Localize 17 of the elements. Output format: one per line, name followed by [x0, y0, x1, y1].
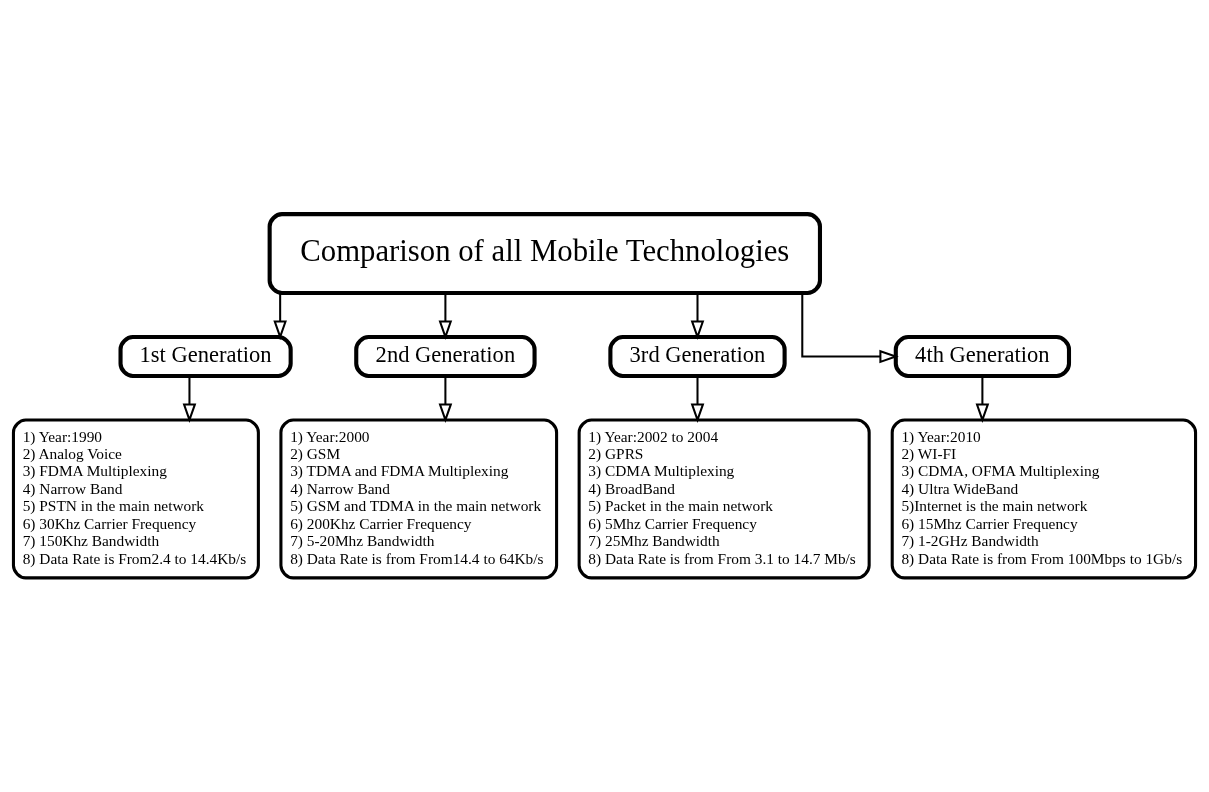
node-box: 3rd Generation	[608, 335, 787, 379]
node-box: 1) Year:2000 2) GSM 3) TDMA and FDMA Multiplexing 4) Narrow Band 5) GSM and TDMA in the main network 6) 200Khz Carrier Frequency 7) 5-20Mhz Bandwidth 8) Data Rate is from From14.4 to 64Kb/s	[279, 418, 559, 580]
arrow	[438, 293, 453, 340]
arrow	[182, 376, 197, 424]
node-box: 1st Generation	[118, 335, 293, 379]
node-box: 1) Year:2010 2) WI-FI 3) CDMA, OFMA Multiplexing 4) Ultra WideBand 5)Internet is the main network 6) 15Mhz Carrier Frequency 7) 1-2GHz Bandwidth 8) Data Rate is from From 100Mbps to 1Gb/s	[890, 418, 1198, 580]
node-box: 4th Generation	[893, 335, 1072, 379]
arrow	[975, 376, 990, 424]
arrow	[438, 376, 453, 424]
node-box: Comparison of all Mobile Technologies	[267, 212, 822, 296]
node-box: 2nd Generation	[354, 335, 537, 379]
arrow	[690, 293, 705, 340]
arrow	[273, 293, 287, 340]
arrow	[801, 293, 899, 364]
node-box: 1) Year:1990 2) Analog Voice 3) FDMA Multiplexing 4) Narrow Band 5) PSTN in the main network 6) 30Khz Carrier Frequency 7) 150Khz Bandwidth 8) Data Rate is From2.4 to 14.4Kb/s	[11, 418, 260, 580]
node-box: 1) Year:2002 to 2004 2) GPRS 3) CDMA Multiplexing 4) BroadBand 5) Packet in the main network 6) 5Mhz Carrier Frequency 7) 25Mhz Bandwidth 8) Data Rate is from From 3.1 to 14.7 Mb/s	[577, 418, 871, 580]
arrow	[690, 376, 705, 424]
